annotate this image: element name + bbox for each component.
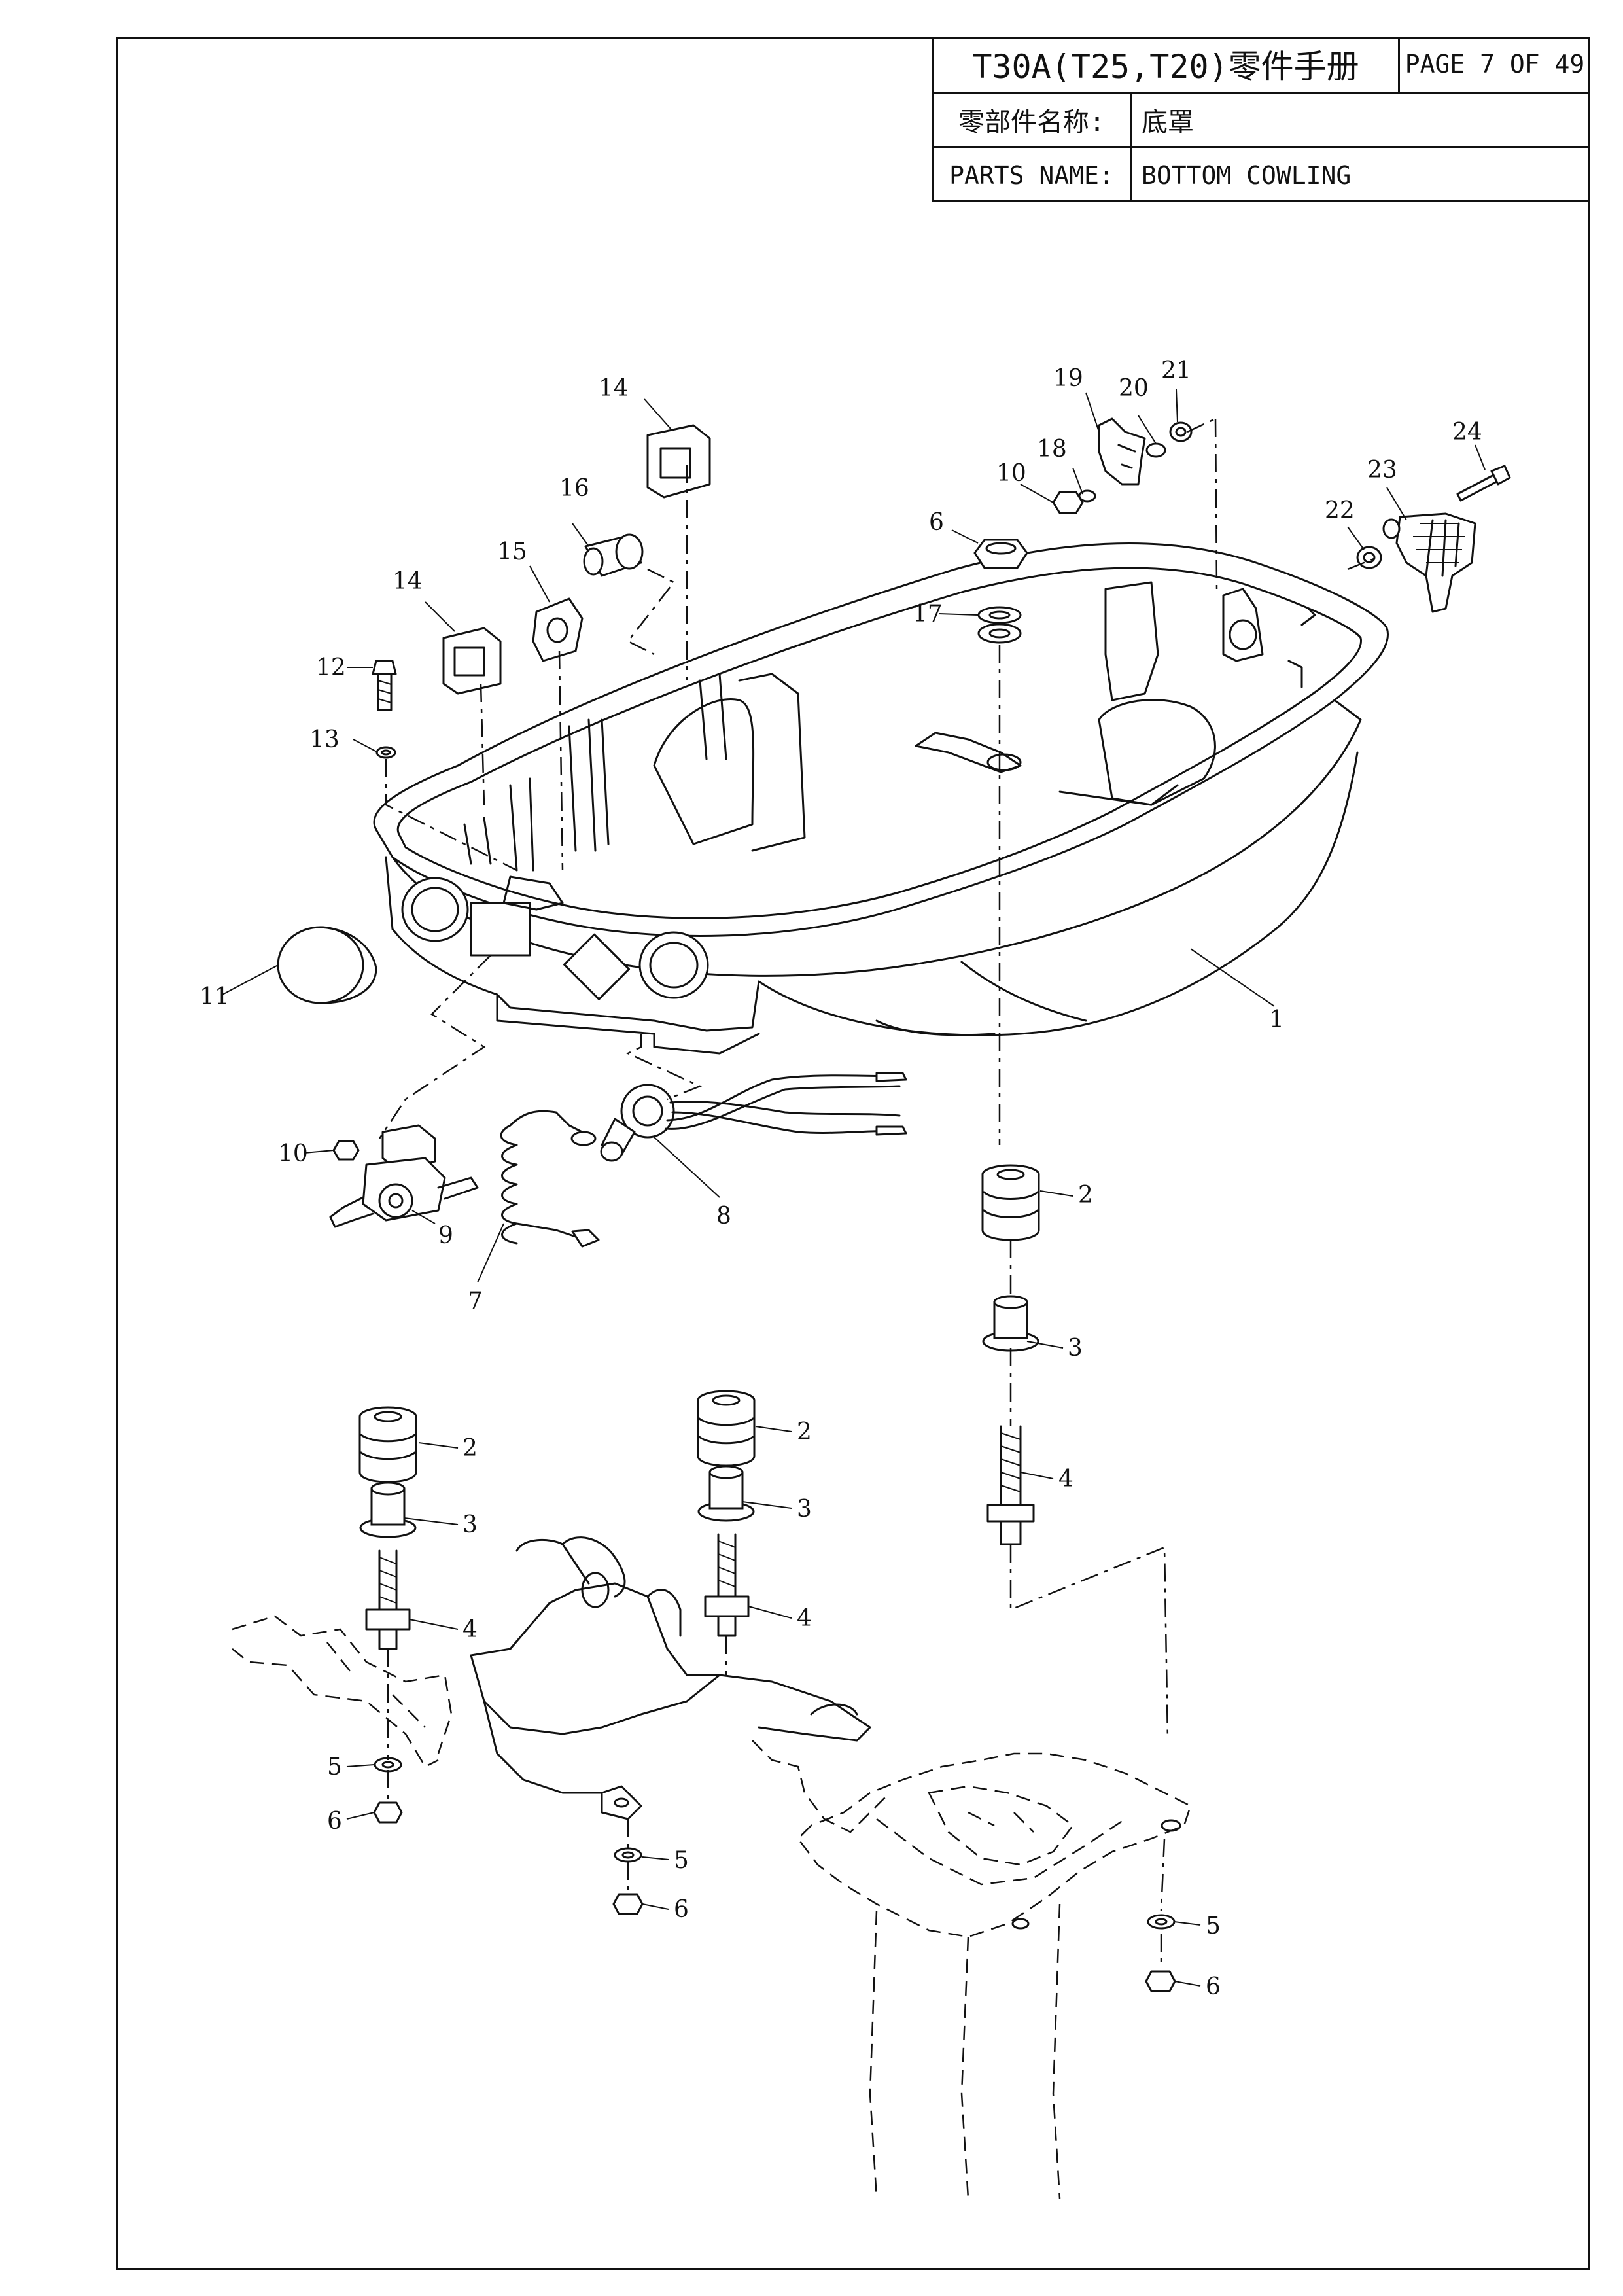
callout-16: 16 <box>559 475 589 502</box>
engine-mount-bracket <box>232 1536 1192 2199</box>
callout-6-right: 6 <box>1206 1973 1221 2000</box>
assembly-centerlines <box>378 417 1381 1969</box>
exploded-parts-diagram: 1 2 2 2 3 3 3 4 4 4 5 5 5 6 6 6 6 7 8 9 … <box>200 357 1511 2199</box>
callout-1: 1 <box>1269 1006 1284 1033</box>
callout-3-center: 3 <box>797 1496 812 1523</box>
callout-4-left: 4 <box>462 1616 478 1643</box>
callouts: 1 2 2 2 3 3 3 4 4 4 5 5 5 6 6 6 6 7 8 9 … <box>200 357 1482 2000</box>
name-en-row: PARTS NAME: BOTTOM COWLING <box>934 148 1590 202</box>
parts-name-value-en: BOTTOM COWLING <box>1142 160 1352 190</box>
callout-6-center: 6 <box>674 1896 689 1923</box>
parts-name-label-en: PARTS NAME: <box>949 160 1114 190</box>
callout-20: 20 <box>1119 375 1149 402</box>
parts-name-label-cn: 零部件名称: <box>958 107 1106 137</box>
callout-14-lower: 14 <box>393 568 423 595</box>
name-cn-divider <box>1130 94 1132 146</box>
callout-10-lower: 10 <box>278 1140 308 1167</box>
callout-6-left: 6 <box>327 1808 342 1835</box>
title-divider <box>1398 37 1400 92</box>
callout-7: 7 <box>468 1288 483 1315</box>
name-en-divider <box>1130 148 1132 202</box>
name-cn-row: 零部件名称: 底罩 <box>934 94 1590 148</box>
callout-6-top: 6 <box>929 509 944 536</box>
parts-name-value-cn: 底罩 <box>1142 107 1194 137</box>
callout-5-left: 5 <box>327 1754 342 1780</box>
callout-5-right: 5 <box>1206 1913 1221 1939</box>
callout-10-upper: 10 <box>996 460 1026 487</box>
callout-5-center: 5 <box>674 1847 689 1874</box>
callout-18: 18 <box>1037 436 1067 463</box>
callout-23: 23 <box>1367 457 1397 484</box>
callout-24: 24 <box>1452 419 1482 446</box>
callout-11: 11 <box>200 983 230 1010</box>
drawing-border <box>116 37 1590 2270</box>
callout-17: 17 <box>913 601 943 627</box>
callout-15: 15 <box>497 539 527 565</box>
callout-2-right: 2 <box>1078 1182 1093 1209</box>
callout-13: 13 <box>309 726 340 753</box>
mount-stack-center <box>697 1390 756 1637</box>
small-parts-top <box>277 417 1511 1004</box>
callout-14-upper: 14 <box>599 375 629 402</box>
callout-9: 9 <box>438 1222 453 1249</box>
bottom-cowling <box>373 542 1389 1055</box>
electrical-parts <box>329 1072 907 1248</box>
callout-22: 22 <box>1325 497 1355 524</box>
callout-8: 8 <box>716 1203 731 1229</box>
model-title: T30A(T25,T20)零件手册 <box>972 48 1359 86</box>
callout-3-left: 3 <box>462 1511 478 1538</box>
callout-21: 21 <box>1161 357 1191 384</box>
callout-2-left: 2 <box>462 1435 478 1462</box>
mount-stack-left <box>358 1406 417 1650</box>
page-number: PAGE 7 OF 49 <box>1405 50 1585 79</box>
washers-nuts <box>332 491 1176 1992</box>
callout-19: 19 <box>1053 365 1083 392</box>
callout-3-right: 3 <box>1068 1335 1083 1362</box>
title-row: T30A(T25,T20)零件手册 PAGE 7 OF 49 <box>934 37 1590 94</box>
leader-lines <box>222 389 1486 1987</box>
callout-12: 12 <box>316 654 346 681</box>
title-block: T30A(T25,T20)零件手册 PAGE 7 OF 49 零部件名称: 底罩… <box>932 37 1590 202</box>
callout-4-right: 4 <box>1058 1466 1073 1492</box>
callout-4-center: 4 <box>797 1605 812 1632</box>
mount-stack-right <box>981 1164 1040 1545</box>
callout-2-center: 2 <box>797 1419 812 1445</box>
